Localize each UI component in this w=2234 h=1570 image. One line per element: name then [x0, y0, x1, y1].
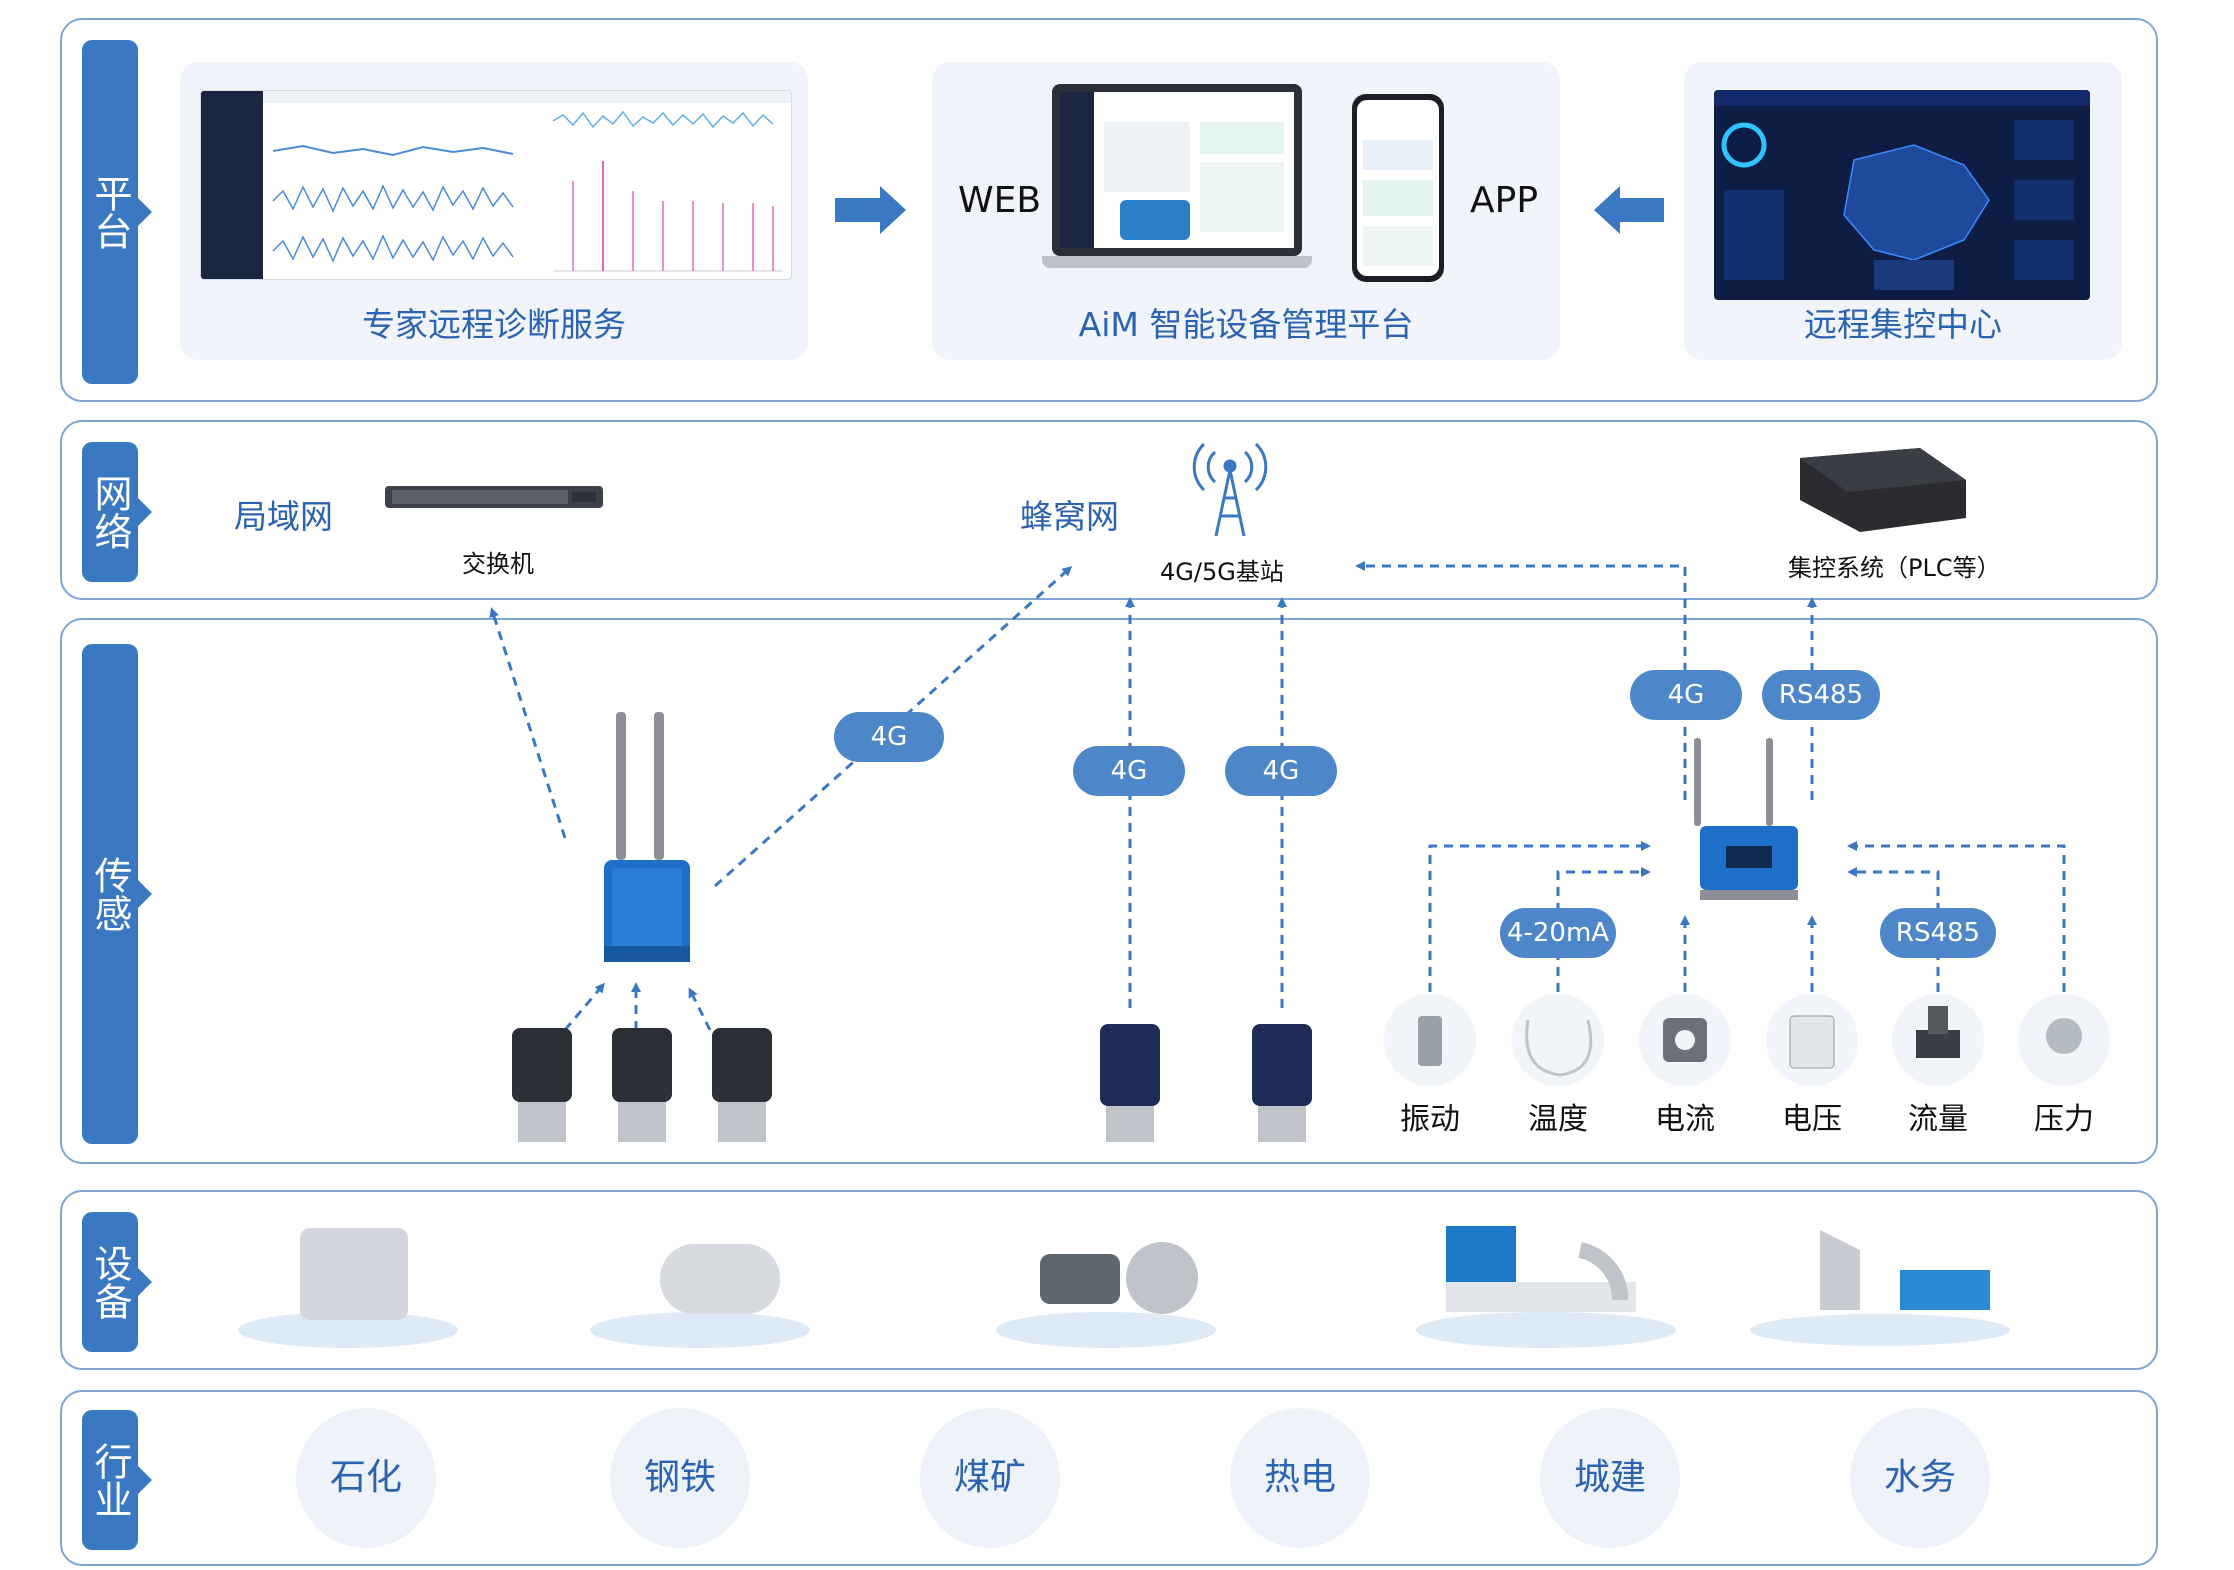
- switch-icon: [385, 486, 603, 508]
- industry-steel[interactable]: 钢铁: [610, 1408, 750, 1548]
- industry-thermal-power[interactable]: 热电: [1230, 1408, 1370, 1548]
- link-node-a-to-gateway: [563, 982, 605, 1031]
- expert-service-label: 专家远程诊断服务: [362, 305, 626, 344]
- sensor-label-flow: 流量: [1908, 1102, 1968, 1137]
- link-gateway-to-switch: [489, 607, 567, 839]
- wireless-node-icons: [512, 1028, 772, 1142]
- pill-collector-4g: 4G: [1630, 670, 1742, 720]
- link-node-c-to-gateway: [688, 987, 712, 1031]
- remote-center-card[interactable]: 远程集控中心: [1684, 62, 2122, 360]
- industry-petrochemical[interactable]: 石化: [296, 1408, 436, 1548]
- sensor-label-vibration: 振动: [1400, 1102, 1460, 1137]
- remote-center-label: 远程集控中心: [1804, 305, 2002, 344]
- base-station-label: 4G/5G基站: [1160, 558, 1284, 586]
- sensor-label-pressure: 压力: [2034, 1102, 2094, 1137]
- sensor-label-temperature: 温度: [1528, 1102, 1588, 1137]
- expert-service-card[interactable]: 专家远程诊断服务: [180, 62, 808, 360]
- base-station-icon: [1192, 442, 1268, 537]
- phone-icon: [1352, 94, 1444, 282]
- link-pressure-to-collector: [1847, 841, 2066, 992]
- plc-label: 集控系统（PLC等）: [1788, 554, 2001, 582]
- switch-label: 交换机: [462, 550, 534, 578]
- expert-dashboard-screenshot: [200, 90, 792, 280]
- app-label: APP: [1470, 180, 1539, 221]
- industry-water-affairs[interactable]: 水务: [1850, 1408, 1990, 1548]
- link-vibration-to-collector: [1428, 841, 1651, 992]
- network-layer: 网络 局域网 交换机 蜂窝网 4G/5G基站 集控系统（PLC等）: [60, 420, 2158, 600]
- sensor-label-current: 电流: [1655, 1102, 1715, 1137]
- pill-gateway-4g: 4G: [834, 712, 944, 762]
- network-layer-tab: 网络: [82, 442, 152, 582]
- arrow-expert-to-aim: [835, 186, 906, 234]
- pill-analog-input: 4-20mA: [1500, 908, 1616, 958]
- pill-sensor2-4g: 4G: [1225, 746, 1337, 796]
- laptop-icon: [1042, 84, 1312, 274]
- platform-layer: 平台 专家远程诊断服务: [60, 18, 2158, 402]
- pill-sensor1-4g: 4G: [1073, 746, 1185, 796]
- equipment-icons: [238, 1226, 2010, 1348]
- platform-layer-tab: 平台: [82, 40, 152, 384]
- sensor-label-voltage: 电压: [1782, 1102, 1842, 1137]
- aim-platform-card[interactable]: AiM 智能设备管理平台: [932, 62, 1560, 360]
- pill-collector-rs485: RS485: [1762, 670, 1880, 720]
- cellular-label: 蜂窝网: [1020, 497, 1119, 536]
- equipment-layer-tab: 设备: [82, 1212, 152, 1352]
- industry-urban-construction[interactable]: 城建: [1540, 1408, 1680, 1548]
- pill-rs485-input: RS485: [1880, 908, 1996, 958]
- aim-platform-label: AiM 智能设备管理平台: [1078, 305, 1414, 344]
- plc-icon: [1800, 448, 1966, 532]
- field-sensor-icons: [1384, 994, 2110, 1086]
- gateway-icon: [604, 712, 690, 962]
- industry-coal-mining[interactable]: 煤矿: [920, 1408, 1060, 1548]
- arrow-center-to-aim: [1594, 186, 1664, 234]
- lan-label: 局域网: [234, 497, 333, 536]
- collector-icon: [1694, 738, 1798, 900]
- link-collector-to-base: [1355, 561, 1687, 800]
- remote-center-screenshot: [1714, 90, 2090, 300]
- cellular-node-icons: [1100, 1024, 1312, 1142]
- industry-layer-tab: 行业: [82, 1410, 152, 1550]
- sensing-layer-tab: 传感: [82, 644, 152, 1144]
- web-label: WEB: [958, 180, 1042, 221]
